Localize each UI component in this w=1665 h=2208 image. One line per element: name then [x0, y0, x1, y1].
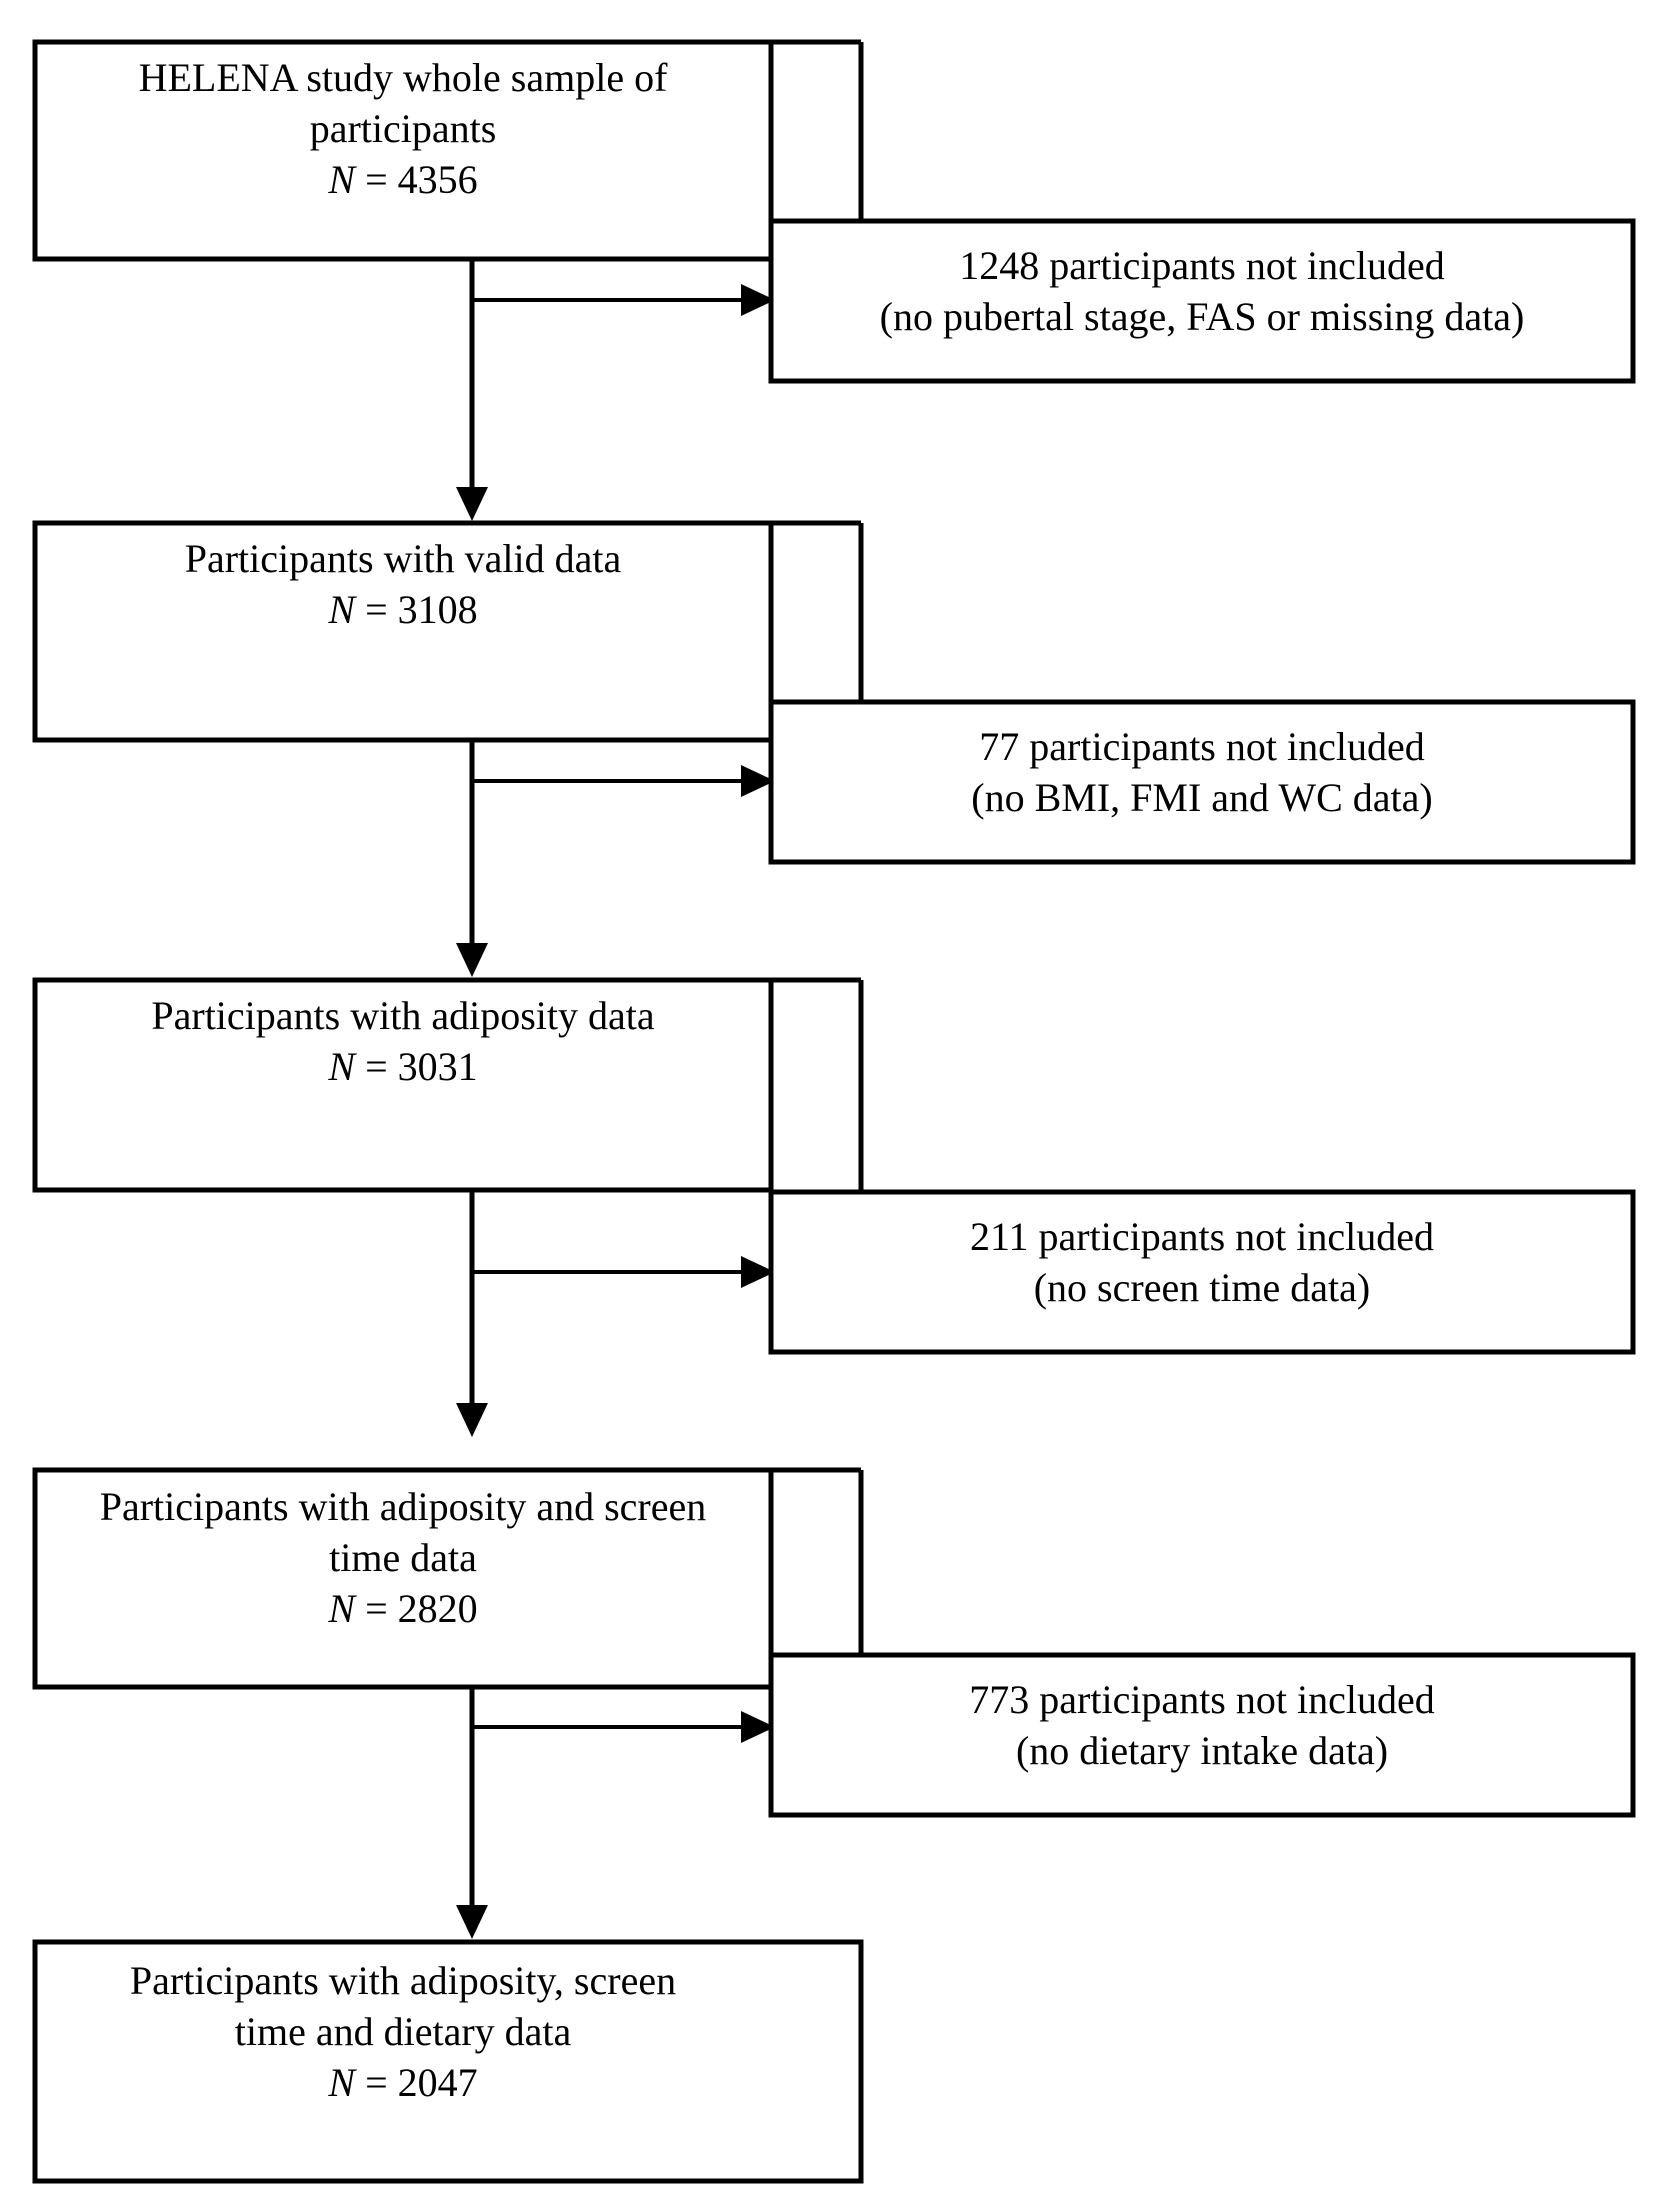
exclusion-box-2-outline — [768, 699, 1636, 865]
main-box-4-outline — [32, 1467, 774, 1690]
main-box-2-outline — [32, 520, 774, 743]
arrow-head-3-to-4 — [456, 1403, 488, 1437]
arrow-head-4-to-5 — [456, 1905, 488, 1939]
arrow-head-1-to-2 — [456, 487, 488, 521]
arrow-head-3-to-exclusion-3 — [741, 1256, 775, 1288]
main-box-5-outline — [32, 1939, 864, 2184]
arrow-head-4-to-exclusion-4 — [741, 1711, 775, 1743]
main-box-1-outline — [32, 39, 774, 262]
arrow-head-2-to-3 — [456, 943, 488, 977]
exclusion-box-3-outline — [768, 1189, 1636, 1355]
arrow-head-1-to-exclusion-1 — [741, 284, 775, 316]
main-box-3-outline — [32, 977, 774, 1193]
exclusion-box-1-outline — [768, 218, 1636, 384]
exclusion-box-4-outline — [768, 1652, 1636, 1818]
arrow-head-2-to-exclusion-2 — [741, 765, 775, 797]
